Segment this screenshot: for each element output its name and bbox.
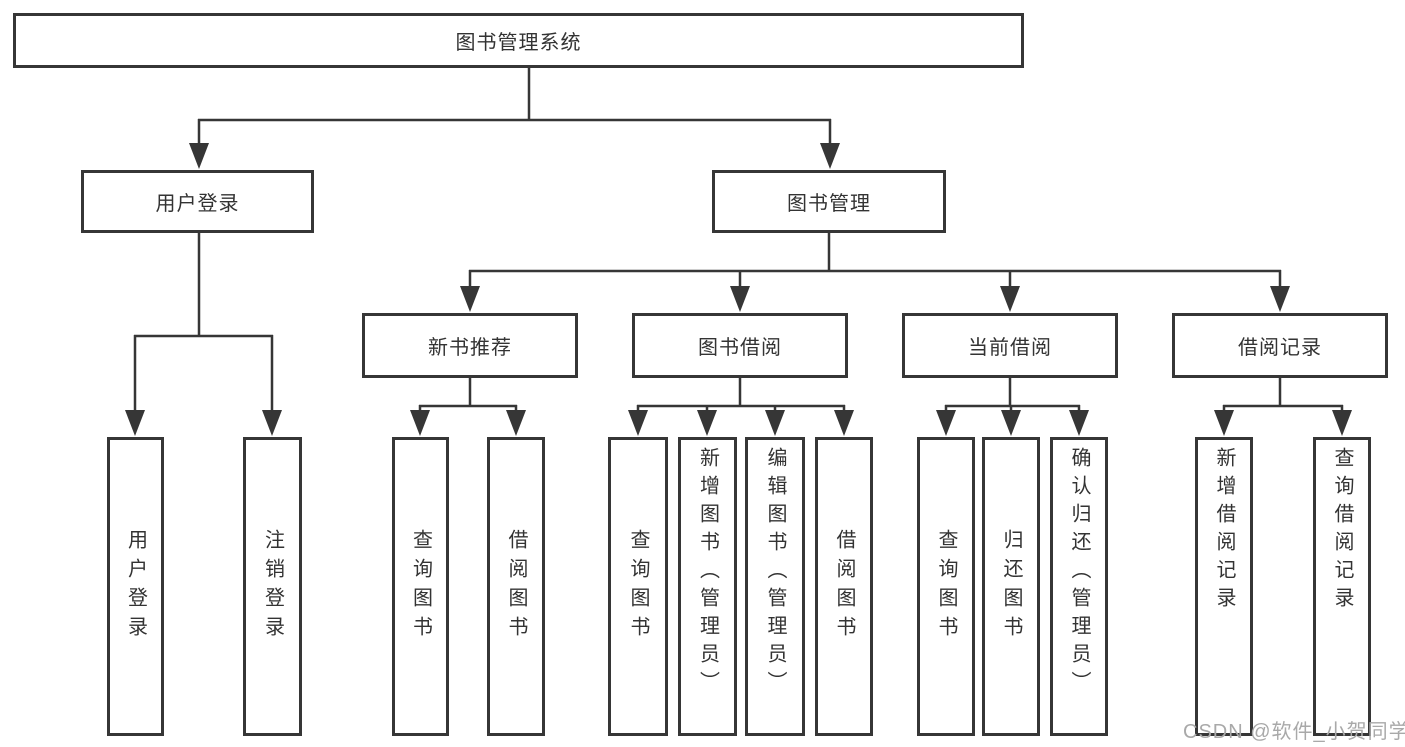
node-book-management: 图书管理: [712, 170, 946, 233]
leaf-label: 编辑图书（管理员）: [764, 447, 786, 699]
leaf-label: 注销登录: [261, 528, 284, 645]
leaf-query-books: 查询图书: [917, 437, 975, 736]
node-book-management-system: 图书管理系统: [13, 13, 1024, 68]
leaf-query-borrow-record: 查询借阅记录: [1313, 437, 1371, 736]
leaf-label: 查询图书: [627, 528, 649, 645]
leaf-return-books: 归还图书: [982, 437, 1040, 736]
node-borrow-records: 借阅记录: [1172, 313, 1388, 378]
leaf-label: 新增图书（管理员）: [696, 447, 719, 699]
node-book-borrowing: 图书借阅: [632, 313, 848, 378]
leaf-label: 新增借阅记录: [1213, 447, 1235, 615]
leaf-label: 查询借阅记录: [1331, 447, 1353, 615]
leaf-label: 确认归还（管理员）: [1068, 447, 1090, 699]
leaf-borrow-books: 借阅图书: [487, 437, 545, 736]
leaf-borrow-books: 借阅图书: [815, 437, 873, 736]
leaf-query-books: 查询图书: [392, 437, 449, 736]
leaf-user-login: 用户登录: [107, 437, 164, 736]
leaf-logout: 注销登录: [243, 437, 302, 736]
leaf-label: 归还图书: [1000, 528, 1022, 645]
leaf-label: 查询图书: [935, 528, 957, 645]
leaf-confirm-return-admin: 确认归还（管理员）: [1050, 437, 1108, 736]
arrowheads: [125, 143, 1352, 436]
leaf-edit-books-admin: 编辑图书（管理员）: [745, 437, 805, 736]
node-new-book-recommend: 新书推荐: [362, 313, 578, 378]
node-user-login: 用户登录: [81, 170, 314, 233]
leaf-add-borrow-record: 新增借阅记录: [1195, 437, 1253, 736]
leaf-label: 借阅图书: [505, 528, 527, 645]
node-current-borrowing: 当前借阅: [902, 313, 1118, 378]
leaf-query-books: 查询图书: [608, 437, 668, 736]
leaf-label: 用户登录: [124, 528, 147, 645]
leaf-label: 查询图书: [409, 528, 432, 645]
leaf-add-books-admin: 新增图书（管理员）: [678, 437, 737, 736]
csdn-watermark: CSDN @软件_小贺同学: [1183, 721, 1405, 743]
leaf-label: 借阅图书: [833, 528, 855, 645]
